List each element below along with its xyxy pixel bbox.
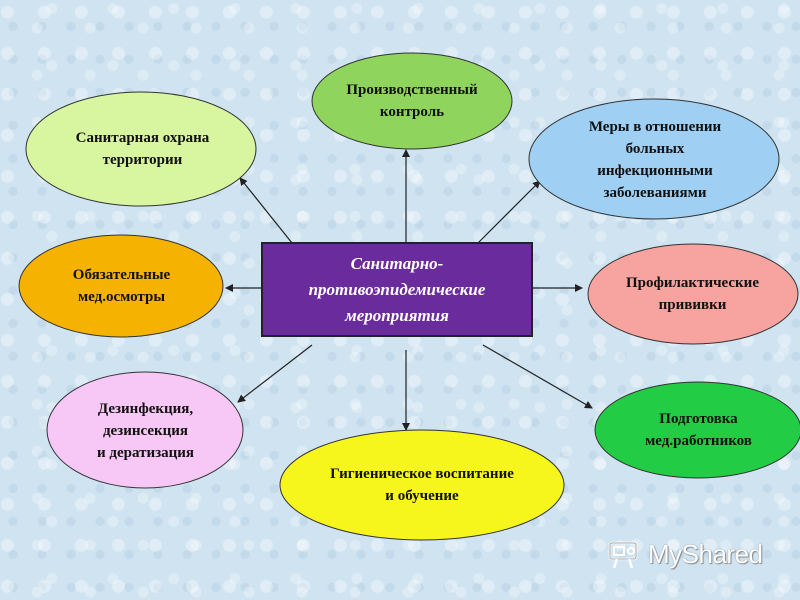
projector-icon (608, 541, 638, 569)
sanitary-protection-label: Санитарная охрана территории (75, 130, 210, 168)
arrow-to-infectious-patients (477, 180, 541, 244)
production-control-label: Производственный контроль (346, 82, 478, 120)
infectious-patients-node (528, 98, 780, 220)
hygiene-education-node (279, 429, 565, 541)
arrow-to-sanitary-protection (239, 177, 293, 244)
arrow-to-staff-training (482, 344, 593, 409)
watermark-text: MyShared (648, 538, 763, 569)
medical-exams-label: Обязательные мед.осмотры (72, 267, 171, 305)
disinfection-node (46, 371, 244, 489)
sanitary-protection-node (25, 91, 257, 207)
vaccinations-label: Профилактические прививки (625, 275, 759, 313)
production-control-node (311, 52, 513, 150)
center-box (261, 242, 533, 337)
staff-training-node (594, 381, 800, 479)
arrow-to-disinfection (237, 344, 313, 403)
hygiene-education-label: Гигиеническое воспитание и обучение (330, 466, 514, 504)
staff-training-label: Подготовка мед.работников (645, 411, 752, 449)
disinfection-label: Дезинфекция, дезинсекция и дератизация (96, 401, 195, 461)
vaccinations-node (587, 243, 799, 345)
infectious-patients-label: Меры в отношении больных инфекционными з… (588, 119, 722, 201)
watermark: MyShared (608, 534, 788, 574)
medical-exams-node (18, 234, 224, 338)
center-title: Санитарно- противоэпидемические мероприя… (308, 253, 486, 325)
